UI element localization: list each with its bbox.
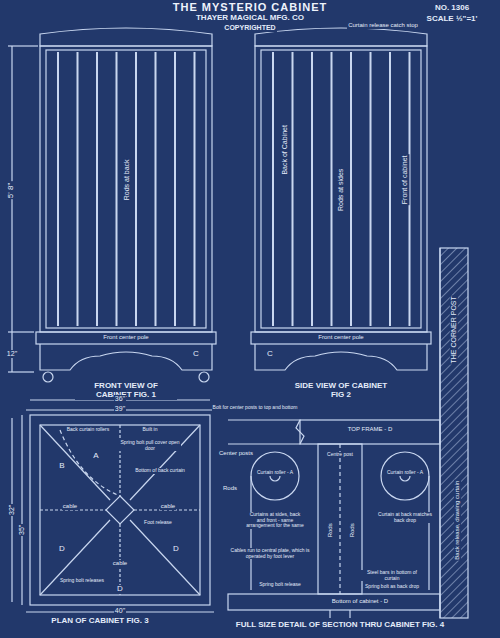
drawing-label: SCALE ½"=1' bbox=[426, 15, 479, 24]
drawing-label: Curtain release catch stop bbox=[347, 22, 419, 29]
drawing-label: 40" bbox=[114, 607, 126, 615]
curtain-rod bbox=[370, 52, 372, 326]
drawing-label: Curtain at back matches back drop bbox=[374, 512, 436, 523]
curtain-rod bbox=[174, 52, 176, 326]
drawing-label: THAYER MAGICAL MFG. CO bbox=[195, 14, 305, 23]
drawing-label: Front of cabinet bbox=[401, 155, 409, 206]
drawing-label: Back of Cabinet bbox=[281, 124, 289, 175]
curtain-rod bbox=[135, 52, 137, 326]
drawing-label: Bottom of back curtain bbox=[134, 468, 186, 474]
drawing-label: D bbox=[172, 545, 180, 554]
drawing-label: Foot release bbox=[143, 520, 173, 526]
drawing-label: TOP FRAME - D bbox=[347, 426, 393, 433]
drawing-label: Back release, drawing curtain bbox=[454, 480, 461, 561]
drawing-label: D bbox=[116, 585, 124, 594]
drawing-label: Rods bbox=[222, 485, 238, 492]
drawing-label: 39" bbox=[114, 405, 126, 413]
drawing-label: C bbox=[266, 350, 274, 359]
curtain-rod bbox=[389, 52, 391, 326]
drawing-label: Rods bbox=[349, 522, 356, 538]
title: THE MYSTERIO CABINET bbox=[173, 1, 327, 13]
drawing-label: 36" bbox=[114, 395, 126, 403]
drawing-label: Front center pole bbox=[317, 334, 364, 341]
drawing-label: Front center pole bbox=[102, 334, 149, 341]
drawing-label: Rods at back bbox=[122, 159, 130, 202]
drawing-label: 35" bbox=[18, 524, 26, 536]
drawing-label: Curtain roller - A bbox=[256, 470, 294, 476]
drawing-label: C bbox=[192, 350, 200, 359]
curtain-rod bbox=[350, 52, 352, 326]
drawing-label: 5' 8" bbox=[8, 181, 17, 199]
drawing-label: Centre post bbox=[326, 452, 354, 458]
drawing-label: Curtain roller - A bbox=[386, 470, 424, 476]
curtain-rod bbox=[292, 52, 294, 326]
drawing-label: COPYRIGHTED bbox=[223, 24, 276, 32]
drawing-label: NO. 1306 bbox=[434, 4, 470, 13]
drawing-label: Curtains at sides, back and front - same… bbox=[244, 512, 306, 529]
curtain-rod bbox=[155, 52, 157, 326]
drawing-label: cable bbox=[160, 503, 176, 510]
drawing-label: 12" bbox=[6, 350, 18, 358]
drawing-label: Bolt for center posts to top and bottom bbox=[212, 405, 299, 411]
drawing-label: Rods at sides bbox=[337, 168, 345, 212]
curtain-rod bbox=[311, 52, 313, 326]
drawing-label: Rods bbox=[327, 522, 334, 538]
drawing-label: Steel bars in bottom of curtain bbox=[361, 570, 423, 581]
drawing-label: D bbox=[58, 545, 66, 554]
drawing-label: Spring bolt pull cover open door bbox=[119, 440, 181, 451]
drawing-label: Bottom of cabinet - D bbox=[331, 598, 389, 605]
drawing-label: A bbox=[92, 452, 99, 461]
curtain-rod bbox=[57, 52, 59, 326]
curtain-rod bbox=[331, 52, 333, 326]
curtain-rod bbox=[194, 52, 196, 326]
drawing-label: Center posts bbox=[218, 450, 254, 457]
drawing-label: 32" bbox=[8, 504, 16, 516]
drawing-label: B bbox=[58, 462, 65, 471]
drawing-label: cable bbox=[62, 503, 78, 510]
curtain-rod bbox=[272, 52, 274, 326]
drawing-label: Spring bolt as back drop bbox=[364, 584, 420, 590]
drawing-label: Spring bolt release bbox=[258, 582, 302, 588]
drawing-label: Cables run to central plate, which is op… bbox=[229, 548, 311, 559]
drawing-label: Spring bolt releases bbox=[59, 578, 105, 584]
curtain-rod bbox=[77, 52, 79, 326]
drawing-label: SIDE VIEW OF CABINET FIG 2 bbox=[290, 382, 392, 400]
drawing-label: cable bbox=[112, 560, 128, 567]
curtain-rod bbox=[116, 52, 118, 326]
drawing-label: Back curtain rollers bbox=[66, 427, 111, 433]
curtain-rod bbox=[96, 52, 98, 326]
drawing-label: FULL SIZE DETAIL OF SECTION THRU CABINET… bbox=[235, 621, 445, 630]
drawing-label: THE CORNER POST bbox=[450, 295, 458, 364]
drawing-label: PLAN OF CABINET FIG. 3 bbox=[50, 617, 149, 626]
drawing-label: Built in bbox=[141, 427, 158, 433]
